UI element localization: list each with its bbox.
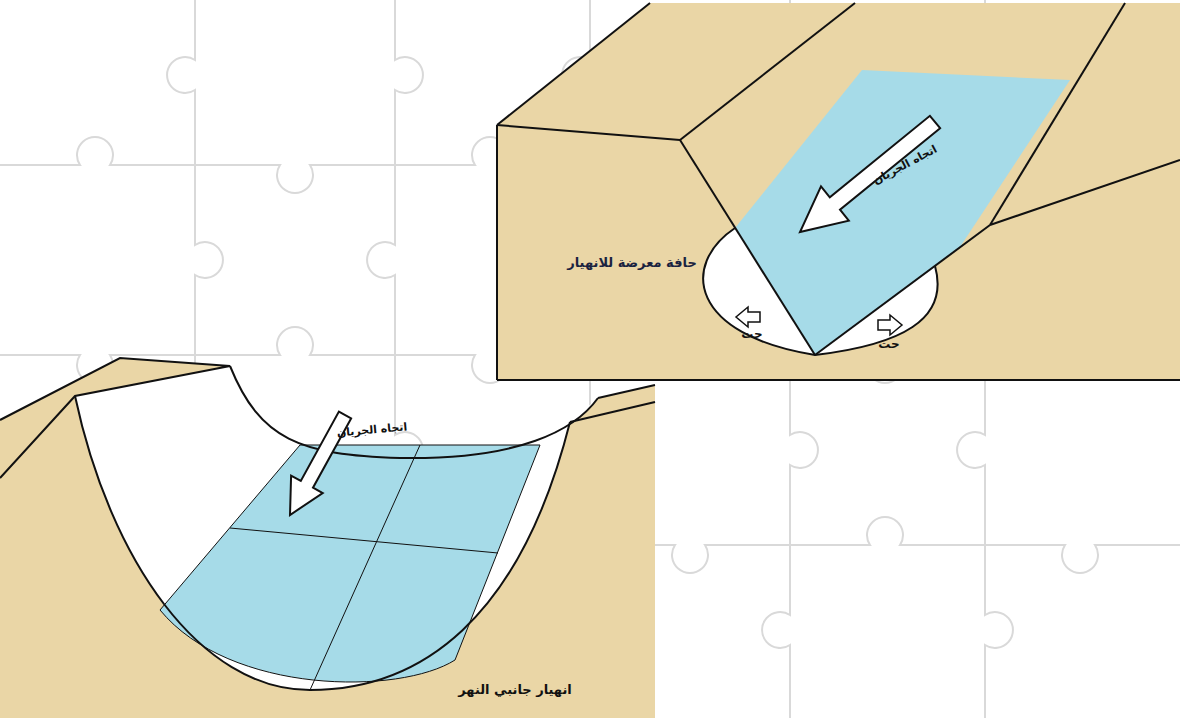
erosion-label: حت	[878, 337, 899, 351]
edge-line	[815, 225, 990, 355]
edge-line	[496, 125, 498, 380]
flow-label: اتجاه الجريان	[336, 420, 407, 439]
erosion-arrow	[736, 307, 760, 327]
edge-line	[680, 140, 815, 355]
edge-line	[990, 160, 1180, 225]
water-grid	[230, 445, 498, 690]
block-outlines	[497, 3, 1180, 380]
edge-line	[497, 3, 650, 125]
back-curve	[230, 366, 598, 458]
edge-line	[497, 379, 1180, 381]
edge-line	[598, 385, 655, 398]
valley-walls	[75, 366, 598, 690]
edge-label: حافة معرضة للانهيار	[567, 255, 697, 271]
block-outlines	[0, 358, 655, 690]
flow-arrow	[800, 116, 940, 232]
ground-block	[497, 3, 1180, 380]
v-valley-block	[497, 3, 1180, 380]
edge-line	[570, 402, 655, 422]
u-valley-block	[0, 358, 655, 718]
water-surface	[160, 445, 540, 682]
flow-label: اتجاه الجريان	[871, 143, 940, 188]
edge-line	[0, 358, 230, 478]
erosion-label: حت	[741, 327, 762, 341]
grid-line	[310, 445, 420, 690]
water-surface	[735, 70, 1070, 355]
edge-line	[680, 3, 855, 140]
erosion-arrow	[878, 315, 902, 335]
grid-line	[230, 528, 498, 553]
edge-line	[497, 125, 680, 140]
front-curve	[75, 396, 570, 690]
collapse-label: انهيار جانبي النهر	[458, 682, 572, 698]
edge-line	[990, 3, 1125, 225]
ground-block	[0, 358, 655, 718]
